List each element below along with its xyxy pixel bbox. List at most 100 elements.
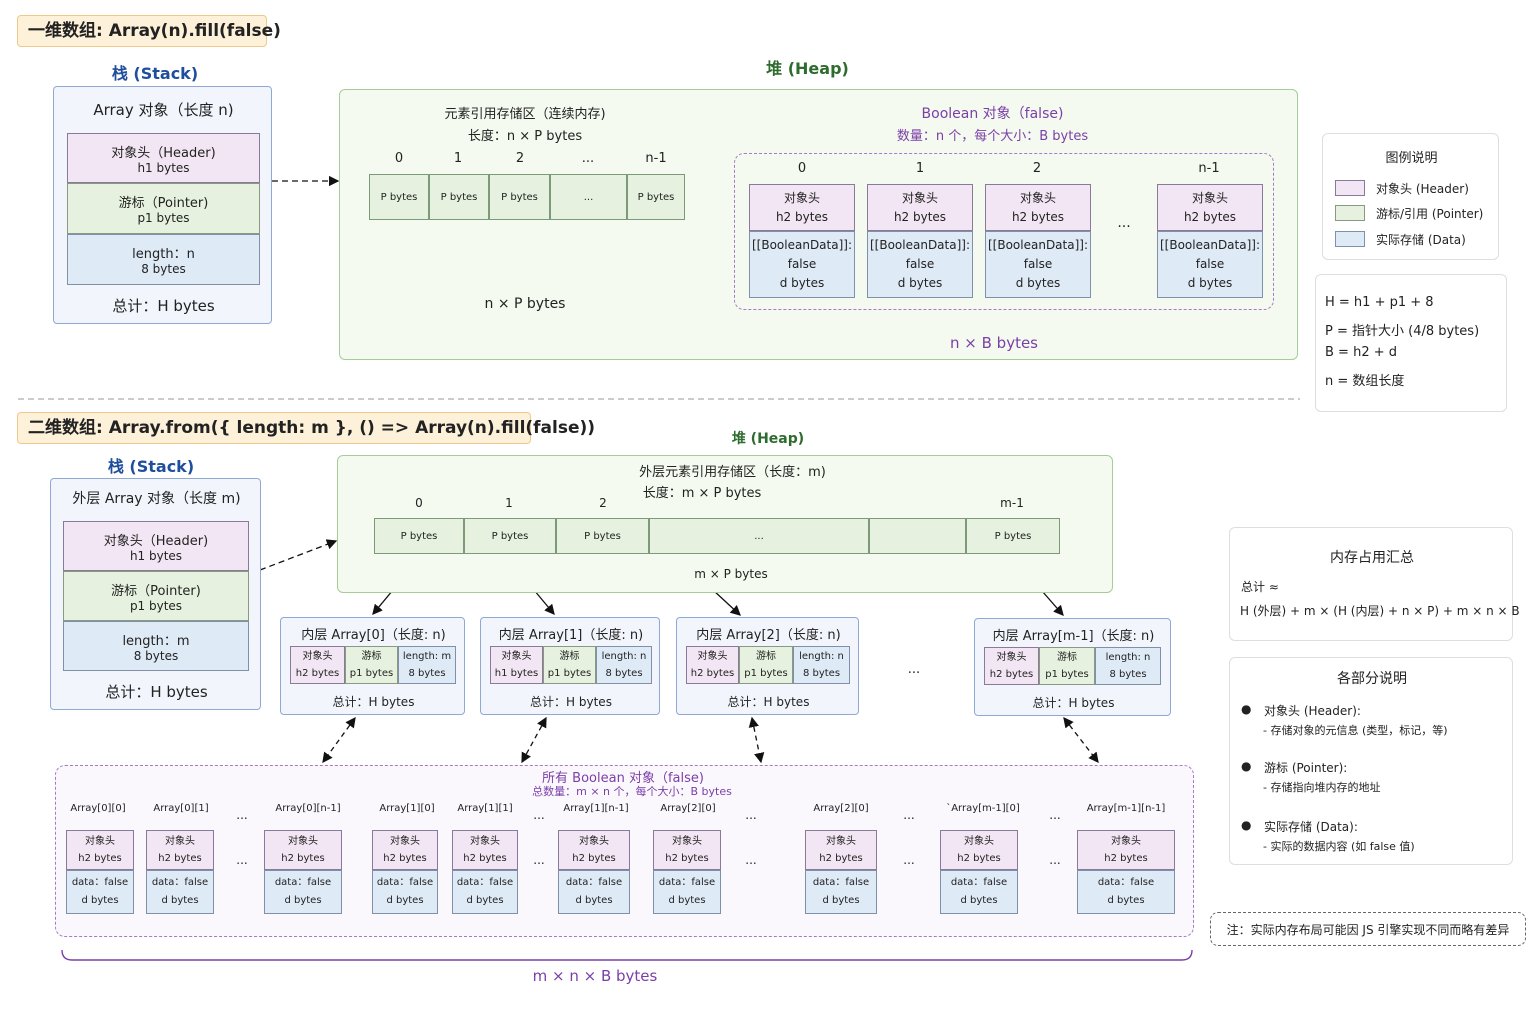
stack-title-2: 栈 (Stack) <box>107 457 195 476</box>
parts-title: 各部分说明 <box>1337 671 1407 687</box>
bool-data: data：false <box>456 877 514 888</box>
pointer-field: 游标（Pointer) p1 bytes <box>67 183 260 234</box>
bool-array-label: Array[1][n-1] <box>563 803 629 814</box>
boolean-object: 对象头 h2 bytes [[BooleanData]]: false d by… <box>1157 184 1263 298</box>
bool-data: data：false <box>950 877 1008 888</box>
bool-data-label: [[BooleanData]]: <box>751 238 852 252</box>
inner-header: 对象头 <box>302 651 333 662</box>
bool-header-label: 对象头 <box>672 836 702 847</box>
bool-header-label: 对象头 <box>288 836 318 847</box>
pointer-label: 游标（Pointer) <box>118 196 209 211</box>
refs-index-0: 0 <box>394 151 404 166</box>
bool-ellipsis: ... <box>903 853 915 867</box>
refs-brace-label: n × P bytes <box>484 296 566 312</box>
stack-title: 栈 (Stack) <box>111 64 199 83</box>
outer-ref-cell: P bytes <box>374 518 464 554</box>
boolean-object: 对象头 h2 bytes [[BooleanData]]: false d by… <box>749 184 855 298</box>
parts-card: 各部分说明 ● 对象头 (Header): - 存储对象的元信息 (类型，标记，… <box>1229 657 1513 865</box>
outer-length-label: length：m <box>122 633 190 649</box>
refs-index-3: ... <box>581 151 595 166</box>
bool-data: data：false <box>812 877 870 888</box>
boolean-object: 对象头 h2 bytes [[BooleanData]]: false d by… <box>985 184 1091 298</box>
bool-header-label: 对象头 <box>1191 190 1228 205</box>
inner-array-total: 总计：H bytes <box>1032 696 1115 710</box>
inner-length: length: n <box>601 651 647 662</box>
bool-data: data：false <box>658 877 716 888</box>
bool-header-size: h2 bytes <box>463 853 507 864</box>
bullet-icon: ● <box>1241 759 1252 773</box>
outer-ref-cell: P bytes <box>464 518 556 554</box>
bool-header-label: 对象头 <box>964 836 994 847</box>
length-size: 8 bytes <box>141 262 186 276</box>
inner-length-size: 8 bytes <box>802 668 841 679</box>
bool-data-size: d bytes <box>897 276 943 290</box>
inner-array-total: 总计：H bytes <box>530 695 612 709</box>
legend-title: 图例说明 <box>1385 151 1438 166</box>
bools-container <box>734 153 1274 310</box>
formula-b: B = h2 + d <box>1325 345 1397 360</box>
outer-ref-cell: ... <box>649 518 869 554</box>
bool-header-size: h2 bytes <box>383 853 427 864</box>
legend-item-data: 实际存储 (Data) <box>1376 233 1466 247</box>
inner-header-size: h2 bytes <box>690 668 735 679</box>
outer-index: m-1 <box>1000 496 1024 510</box>
bool-ellipsis: ... <box>1049 853 1061 867</box>
formula-h: H = h1 + p1 + 8 <box>1325 295 1434 310</box>
part-pointer-desc: - 存储指向堆内存的地址 <box>1263 781 1381 794</box>
inner-length-size: 8 bytes <box>408 668 446 679</box>
bool-data-size: d bytes <box>466 895 504 906</box>
bool-header-size: h2 bytes <box>775 209 829 224</box>
inner-length-size: 8 bytes <box>1109 669 1147 680</box>
bool-data-size: d bytes <box>960 895 998 906</box>
bool-array-label: Array[1][0] <box>379 803 435 814</box>
section1-title: 一维数组: Array(n).fill(false) <box>17 15 281 47</box>
bool-data: data：false <box>151 877 209 888</box>
inner-header-size: h2 bytes <box>295 668 340 679</box>
pointer-size: p1 bytes <box>137 211 190 225</box>
outer-length-field: length：m 8 bytes <box>63 621 249 671</box>
bool-header-label: 对象头 <box>85 836 115 847</box>
bullet-icon: ● <box>1241 818 1252 832</box>
outer-array-title: 外层 Array 对象（长度 m) <box>72 491 241 507</box>
ref-cell: ... <box>550 174 627 220</box>
bool-data-value: false <box>787 257 817 271</box>
all-bools-brace-label: m × n × B bytes <box>532 967 658 985</box>
bool-index: 0 <box>797 161 807 176</box>
outer-refs-length: 长度：m × P bytes <box>642 486 762 501</box>
bullet-icon: ● <box>1241 702 1252 716</box>
formula-n: n = 数组长度 <box>1325 374 1405 389</box>
inner-pointer-size: p1 bytes <box>349 668 394 679</box>
bool-header-size: h2 bytes <box>1104 853 1148 864</box>
bool-header-label: 对象头 <box>1111 836 1141 847</box>
bools-brace-label: n × B bytes <box>950 334 1038 352</box>
formula-card: H = h1 + p1 + 8 P = 指针大小 (4/8 bytes) B =… <box>1315 274 1507 412</box>
bool-ellipsis: ... <box>1049 808 1061 822</box>
bool-header-label: 对象头 <box>826 836 856 847</box>
inner-array-title: 内层 Array[m-1]（长度: n) <box>992 629 1155 644</box>
inner-header: 对象头 <box>697 651 728 662</box>
bool-data-size: d bytes <box>284 895 322 906</box>
outer-header-label: 对象头（Header) <box>103 533 209 549</box>
outer-header-size: h1 bytes <box>129 548 183 563</box>
bool-data: data：false <box>1097 877 1155 888</box>
inner-array-title: 内层 Array[2]（长度: n) <box>696 628 841 643</box>
bool-header-label: 对象头 <box>783 190 820 205</box>
bool-ellipsis: ... <box>533 808 545 822</box>
bool-header-size: h2 bytes <box>78 853 122 864</box>
bool-index: 2 <box>1032 161 1042 176</box>
length-field: length：n 8 bytes <box>67 234 260 285</box>
inner-array-total: 总计：H bytes <box>332 695 415 709</box>
bool-array-label: `Array[m-1][0] <box>946 803 1020 814</box>
section2-title: 二维数组: Array.from({ length: m }, () => Ar… <box>17 412 595 444</box>
outer-index: 1 <box>505 496 513 510</box>
summary-total-label: 总计 ≈ <box>1241 580 1279 594</box>
inner-length: length: n <box>799 651 844 662</box>
legend-card: 图例说明 对象头 (Header) 游标/引用 (Pointer) 实际存储 (… <box>1322 133 1499 260</box>
part-header-desc: - 存储对象的元信息 (类型，标记，等) <box>1263 724 1448 737</box>
outer-index: 0 <box>415 496 423 510</box>
